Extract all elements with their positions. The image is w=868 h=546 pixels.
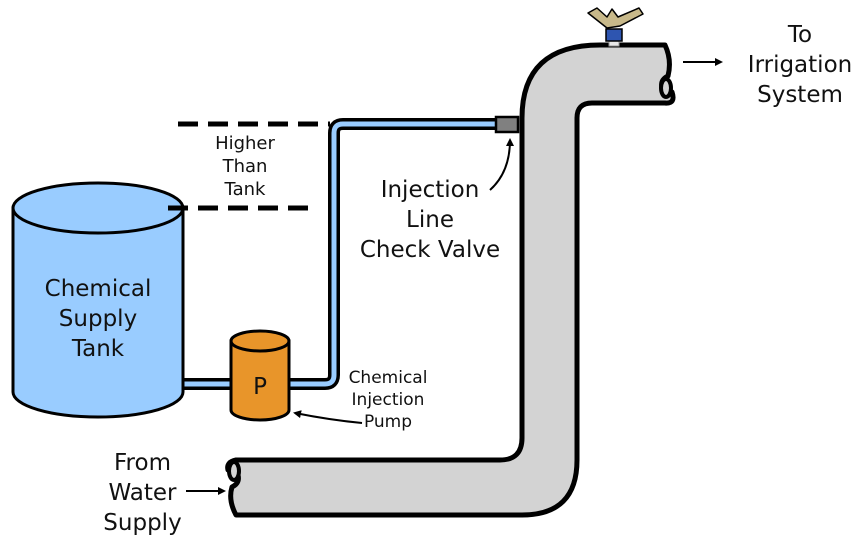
chemical-supply-tank (11, 181, 185, 419)
check-valve-label-line: Injection (380, 177, 480, 203)
higher-than-tank-label: Higher Than Tank (190, 132, 300, 201)
tank-label: Chemical Supply Tank (13, 274, 183, 364)
check-valve (494, 115, 520, 134)
to-label-line: System (757, 82, 843, 108)
to-label-line: Irrigation (747, 52, 853, 78)
main-water-pipe (225, 42, 676, 518)
higher-label-line: Than (222, 156, 268, 177)
higher-label-line: Higher (215, 133, 275, 154)
pipe-outlet-opening (659, 77, 673, 99)
tank-label-line: Tank (71, 336, 125, 362)
pump-label-line: Injection (351, 390, 425, 410)
chemical-injection-pump (229, 329, 291, 422)
pump-letter: P (253, 374, 267, 400)
tank-label-line: Supply (58, 306, 138, 332)
to-irrigation-system-label: To Irrigation System (735, 20, 865, 110)
sprinkler-icon (587, 7, 644, 47)
pump-label-line: Pump (363, 412, 413, 432)
from-water-supply-label: From Water Supply (95, 448, 190, 538)
from-label-line: Supply (103, 510, 182, 536)
from-label-line: Water (108, 480, 177, 506)
tank-label-line: Chemical (44, 276, 152, 302)
pump-label-line: Chemical (348, 368, 428, 388)
check-valve-pointer-arrow (489, 138, 514, 191)
pump-pointer-arrow (293, 410, 363, 424)
pipe-inlet-opening (227, 460, 241, 482)
check-valve-label-line: Check Valve (359, 237, 501, 263)
to-label-line: To (787, 22, 813, 48)
check-valve-label-line: Line (406, 207, 454, 233)
pump-label: Chemical Injection Pump (338, 367, 438, 433)
higher-label-line: Tank (224, 179, 266, 200)
from-label-line: From (114, 450, 171, 476)
check-valve-label: Injection Line Check Valve (345, 175, 515, 265)
